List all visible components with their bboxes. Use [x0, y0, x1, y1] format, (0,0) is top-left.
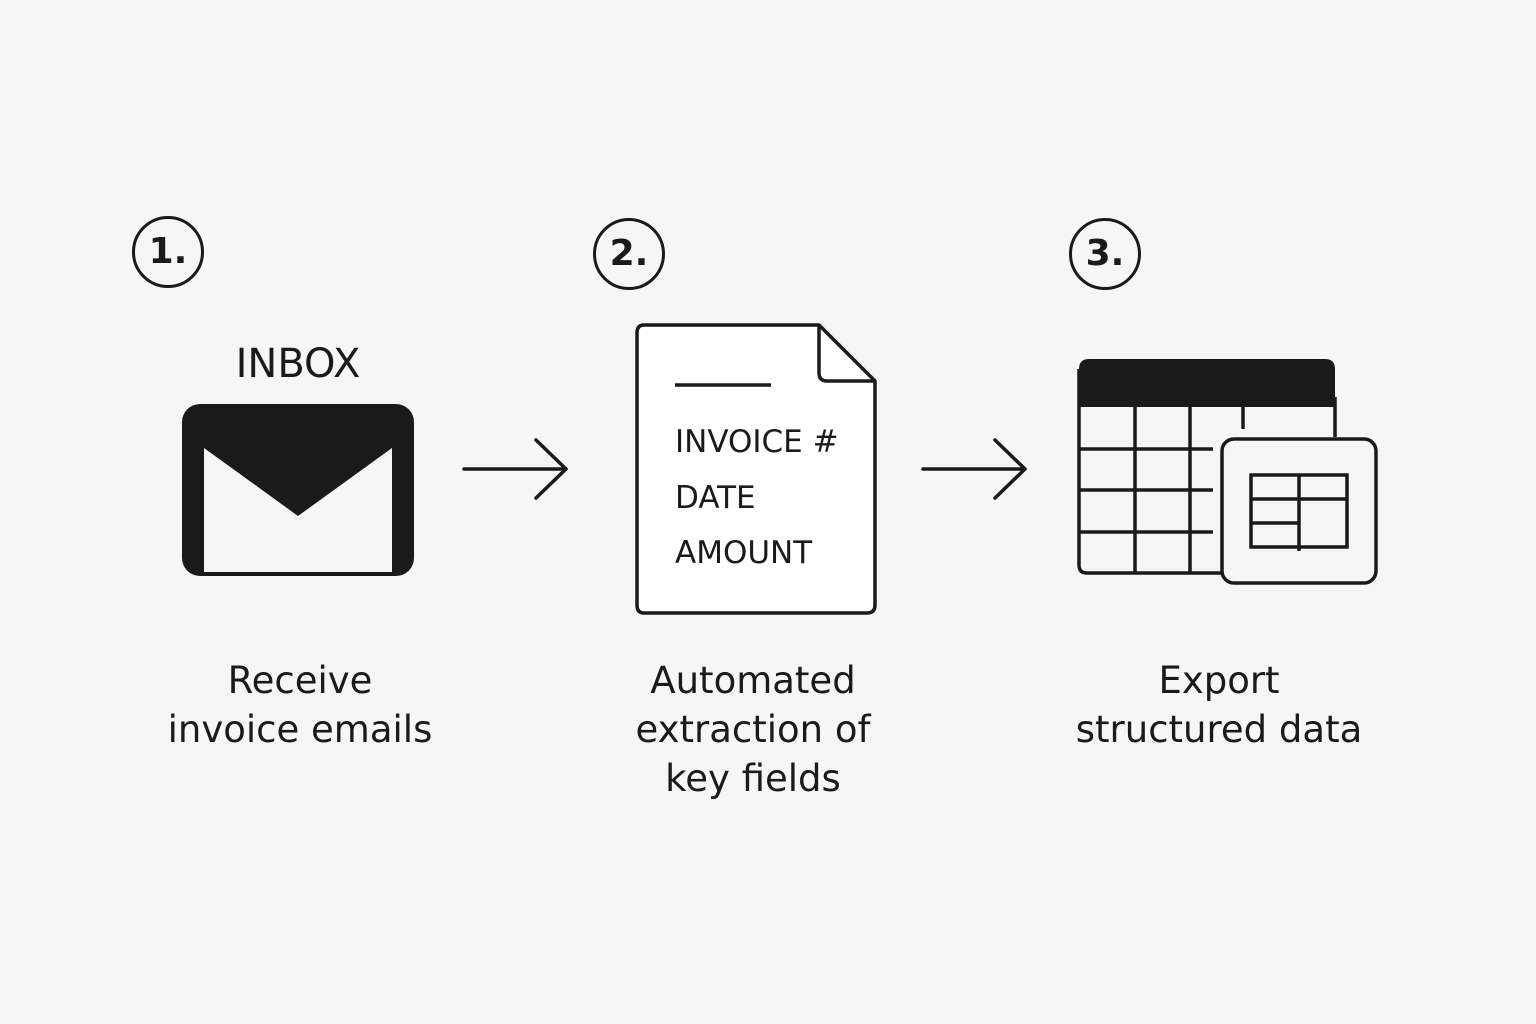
step-2-caption-line-2: extraction of [635, 708, 871, 751]
inbox-label: INBOX [235, 341, 361, 387]
step-1-caption-line-1: Receive [227, 659, 373, 702]
step-3-caption-line-2: structured data [1075, 708, 1363, 751]
invoice-document-icon [635, 323, 877, 615]
step-2-caption-line-3: key fields [665, 757, 841, 800]
invoice-field-amount: AMOUNT [675, 535, 813, 571]
arrow-right-icon [921, 438, 1027, 500]
mail-envelope-icon [182, 404, 414, 576]
step-1-badge: 1. [132, 216, 204, 288]
arrow-right-icon [462, 438, 568, 500]
step-1-caption-line-2: invoice emails [167, 708, 433, 751]
invoice-field-number: INVOICE # [675, 424, 839, 460]
step-3-caption-line-1: Export [1158, 659, 1280, 702]
step-2-caption-line-1: Automated [650, 659, 856, 702]
step-2-number: 2. [609, 233, 649, 274]
step-1-number: 1. [148, 231, 188, 272]
step-1-caption: Receive invoice emails [150, 656, 450, 754]
step-3-caption: Export structured data [1060, 656, 1378, 754]
step-3-badge: 3. [1069, 218, 1141, 290]
invoice-field-date: DATE [675, 480, 756, 516]
step-2-caption: Automated extraction of key fields [600, 656, 906, 803]
spreadsheet-table-icon [1077, 359, 1378, 585]
step-3-number: 3. [1085, 233, 1125, 274]
step-2-badge: 2. [593, 218, 665, 290]
